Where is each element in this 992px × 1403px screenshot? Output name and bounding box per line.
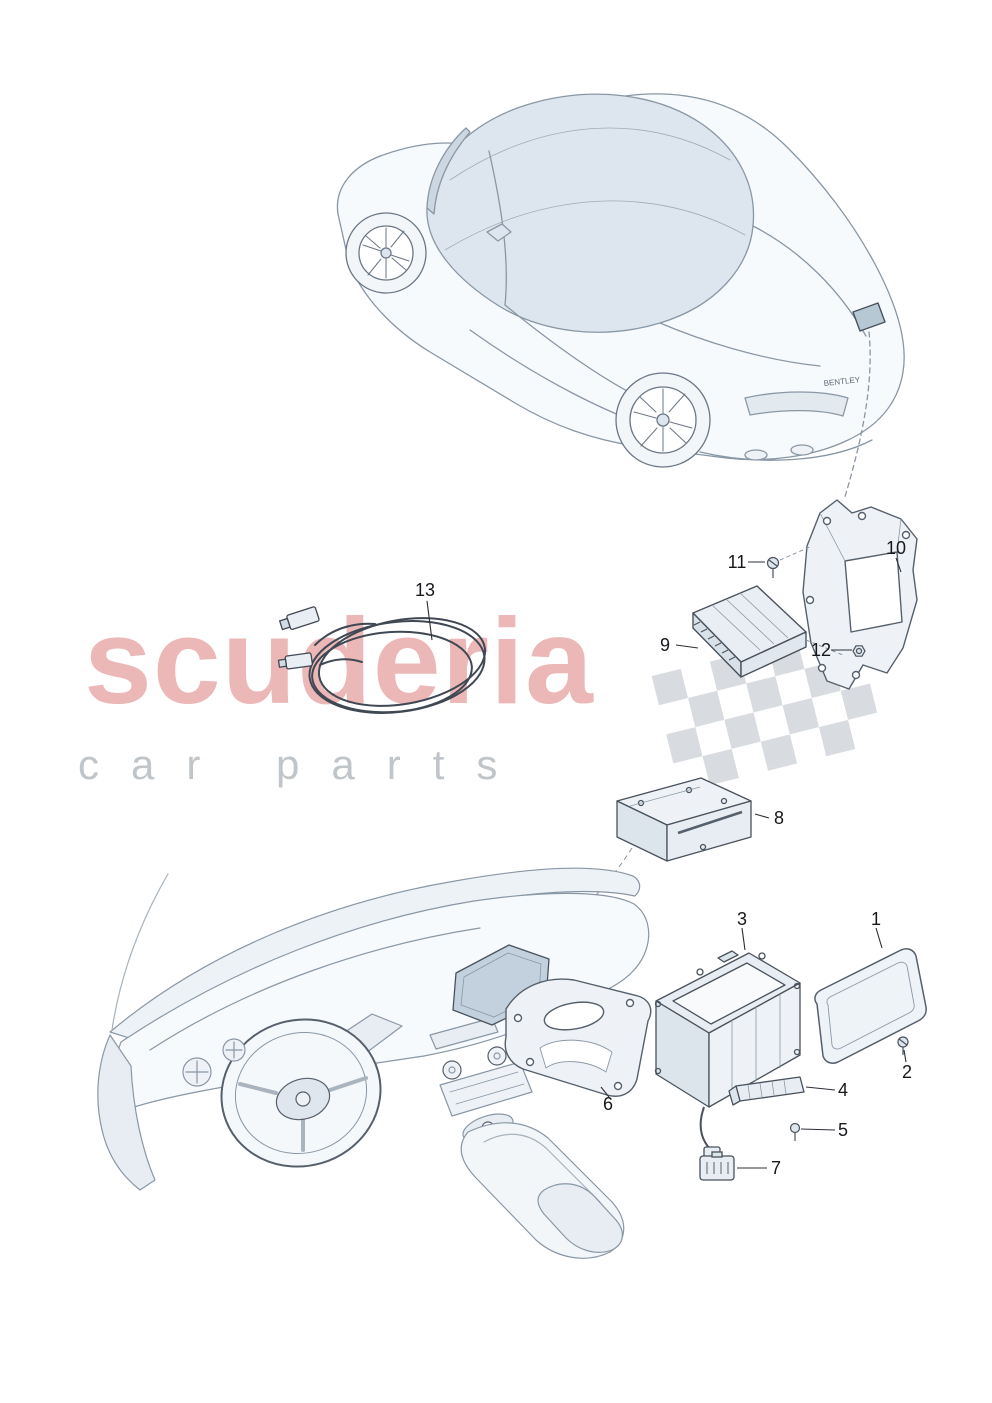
part-label-3[interactable]: 3 (736, 909, 748, 929)
steering-wheel (220, 1018, 382, 1168)
control-unit-part-9 (692, 585, 807, 678)
cable-part-13 (277, 606, 487, 714)
part-label-1[interactable]: 1 (870, 909, 882, 929)
display-glass-part-1 (814, 948, 927, 1064)
front-wheel (345, 212, 427, 294)
dashboard-illustration (97, 867, 650, 1259)
car-illustration: BENTLEY (336, 93, 905, 501)
part-label-8[interactable]: 8 (773, 808, 785, 828)
module-part-8 (616, 777, 752, 862)
screw-part-5 (789, 1122, 801, 1141)
screw-part-11 (766, 556, 780, 578)
rear-wheel (615, 372, 711, 468)
part-location-marker (852, 302, 886, 332)
climate-knob-left (442, 1060, 462, 1080)
nut-part-12 (852, 645, 866, 657)
armrest (537, 1183, 623, 1253)
car-badge-text: BENTLEY (823, 375, 861, 388)
exhaust-left (744, 449, 768, 461)
trim-strip-part-4 (728, 1076, 805, 1106)
part-label-10[interactable]: 10 (885, 538, 907, 558)
bracket-panel-part-6 (504, 978, 652, 1097)
mirror (486, 223, 512, 242)
windshield (426, 127, 471, 215)
cable-connector-a (278, 606, 320, 631)
connector-part-7 (699, 1151, 735, 1181)
part-label-13[interactable]: 13 (414, 580, 436, 600)
leader-lines (426, 557, 907, 1169)
button-cluster (439, 1061, 533, 1117)
cable-connector-b (277, 652, 313, 670)
part-label-7[interactable]: 7 (770, 1158, 782, 1178)
part-label-4[interactable]: 4 (837, 1080, 849, 1100)
climate-knob-right (487, 1046, 507, 1066)
watermark-title: scuderia (84, 593, 594, 729)
display-housing-part-3 (654, 950, 801, 1159)
center-vent (429, 1017, 499, 1050)
exhaust-right (790, 444, 814, 456)
screw-part-2 (897, 1036, 909, 1055)
bracket-part-10 (802, 499, 918, 690)
taillight (744, 391, 849, 417)
watermark-subtitle: car parts (78, 741, 530, 788)
part-label-11[interactable]: 11 (727, 552, 747, 572)
part-label-9[interactable]: 9 (659, 635, 671, 655)
part-label-2[interactable]: 2 (901, 1062, 913, 1082)
part-label-6[interactable]: 6 (602, 1094, 614, 1114)
part-label-12[interactable]: 12 (810, 640, 832, 660)
part-label-5[interactable]: 5 (837, 1120, 849, 1140)
